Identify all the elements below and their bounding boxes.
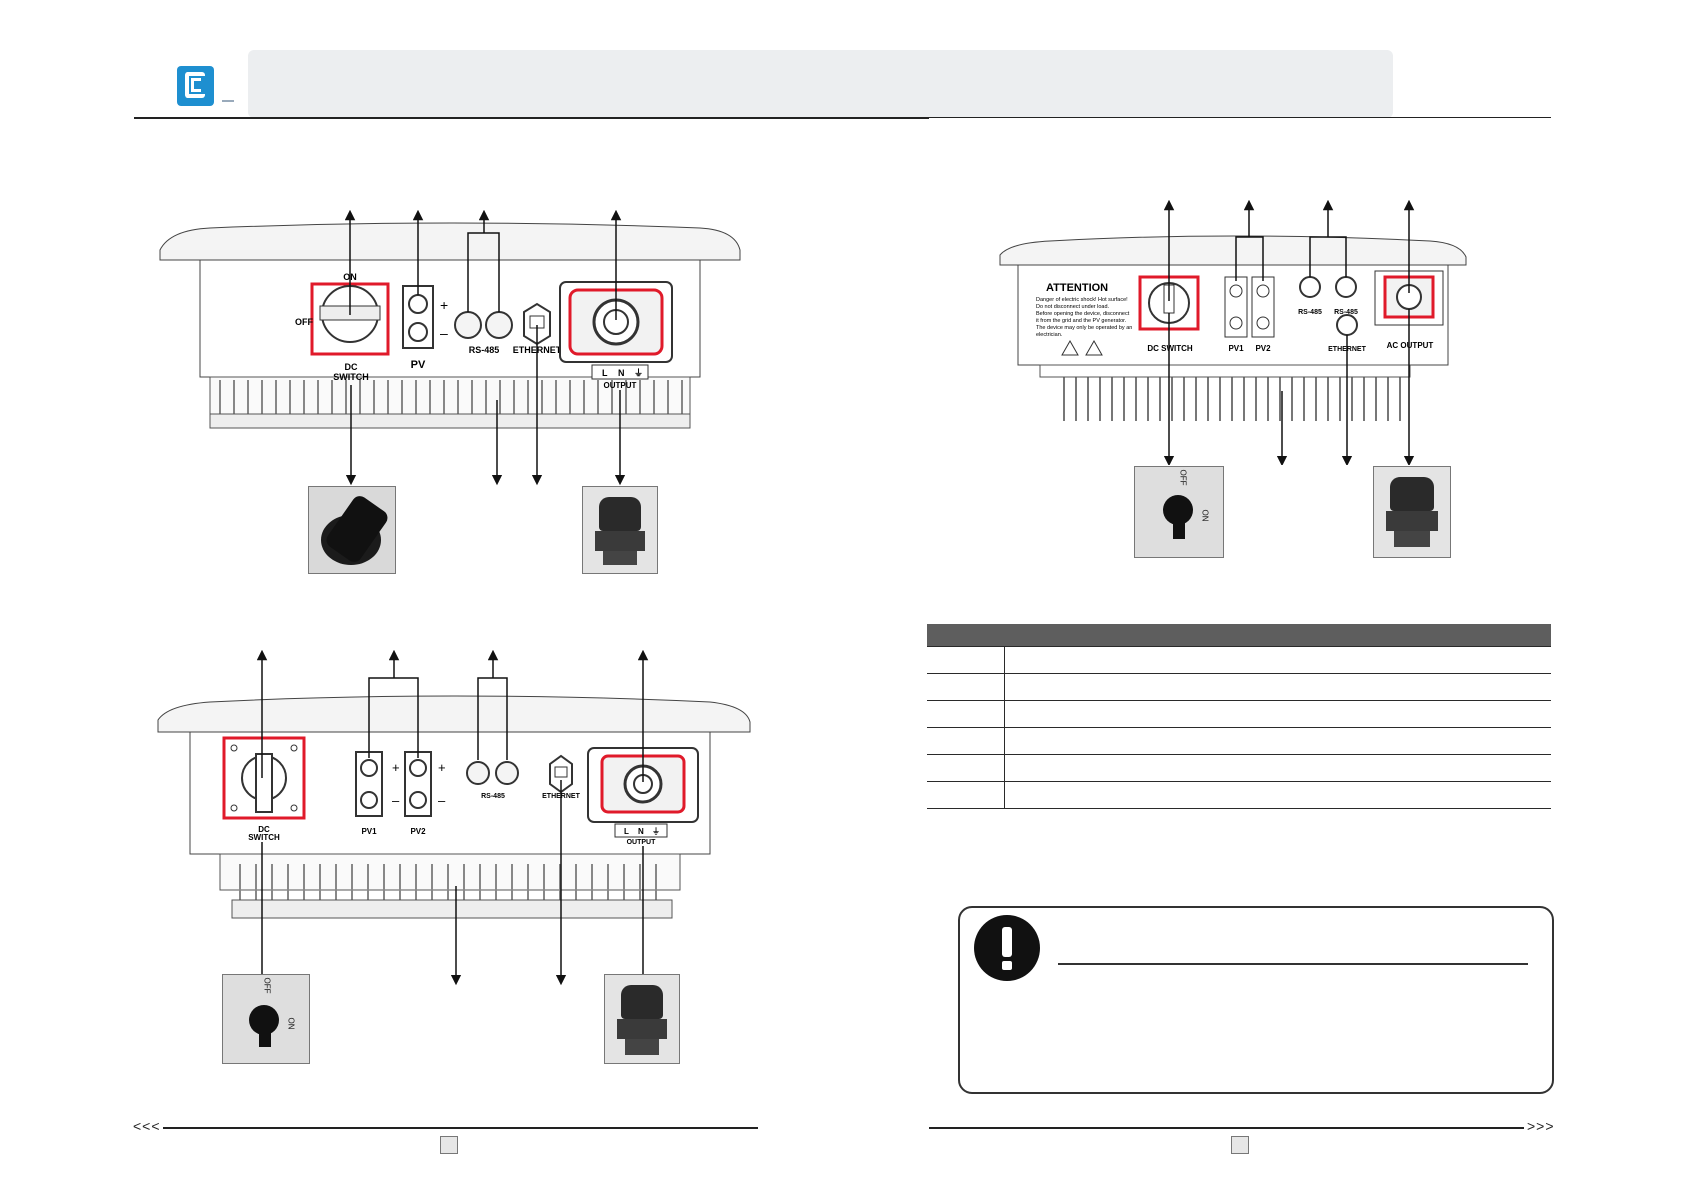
exclamation-icon [974,915,1040,981]
terminal-pe: ⏚ [652,827,660,836]
next-page-arrows[interactable]: >>> [1527,1118,1555,1134]
warning-title-underline [1058,963,1528,965]
rs485b-label: RS-485 [1334,309,1358,316]
rs485-label: RS-485 [469,345,500,355]
dc-switch-photo-2: OFF ON [1134,466,1224,558]
logo-subtext [222,100,234,102]
terminal-pe: ⏚ [634,368,643,378]
company-logo [177,66,214,106]
inverter-diagram-3: DC SWITCH + – + – PV1 PV2 RS-485 ETHERNE… [157,650,751,986]
pv2-label: PV2 [410,827,426,836]
dc-switch-label-2: SWITCH [248,833,280,842]
table-row [927,646,1551,674]
table-header-desc [1004,624,1551,647]
footer-rule-right [929,1127,1524,1129]
dc-switch-label-2: SWITCH [333,372,369,382]
switch-on-label: ON [286,1017,296,1030]
header-rule-left [134,117,929,119]
page-number-left [440,1136,458,1154]
pv1-label: PV1 [1228,344,1244,353]
footer-rule-left [163,1127,758,1129]
dc-switch-label-1: DC [345,362,358,372]
dc-switch-knob-photo [308,486,396,574]
inverter-diagram-1: ON OFF DC SWITCH + – PV RS-485 ETHERNET … [159,209,741,486]
dc-off-label: OFF [295,317,313,327]
dc-switch-photo-3: OFF ON [222,974,310,1064]
pv2-minus: – [438,793,446,808]
cable-gland-photo-2 [1373,466,1451,558]
ac-output-label: AC OUTPUT [1387,341,1434,350]
table-row [927,700,1551,728]
pv-plus: + [440,297,448,313]
terminal-l: L [624,827,629,836]
attention-line-3: Before opening the device, disconnect [1036,311,1130,317]
warning-triangle-icon [1061,339,1079,356]
table-row [927,754,1551,782]
rs485a-label: RS-485 [1298,309,1322,316]
page-number-right [1231,1136,1249,1154]
switch-on-label: ON [1200,509,1210,522]
rs485-label: RS-485 [481,793,505,800]
terminal-n: N [638,827,644,836]
shock-triangle-icon [1085,339,1103,356]
output-label: OUTPUT [627,839,657,846]
table-row [927,781,1551,809]
cable-gland-photo-1 [582,486,658,574]
table-row [927,727,1551,755]
pv1-label: PV1 [361,827,377,836]
header-rule-right [929,117,1551,118]
table-row [927,673,1551,701]
pv-label: PV [411,359,426,371]
attention-line-4: it from the grid and the PV generator. [1036,318,1127,324]
dc-switch-label-1: DC [258,825,270,834]
attention-line-1: Danger of electric shock! Hot surface! [1036,297,1128,303]
warning-box [958,906,1554,1094]
attention-line-2: Do not disconnect under load. [1036,304,1110,310]
table-header-no [927,624,1005,647]
header-band [248,50,1393,118]
pv1-minus: – [392,793,400,808]
inverter-diagram-2: ATTENTION Danger of electric shock! Hot … [999,199,1467,465]
attention-line-6: electrician. [1036,332,1063,338]
attention-line-5: The device may only be operated by an [1036,325,1132,331]
prev-page-arrows[interactable]: <<< [133,1118,161,1134]
pv-minus: – [440,325,448,341]
pv2-plus: + [438,760,446,775]
switch-off-label: OFF [262,977,272,994]
attention-title: ATTENTION [1046,282,1108,294]
output-label: OUTPUT [604,381,637,390]
terminal-l: L [602,368,608,378]
spec-table [927,624,1551,809]
pv1-plus: + [392,760,400,775]
dc-switch-label: DC SWITCH [1147,344,1193,353]
switch-off-label: OFF [1178,469,1188,486]
terminal-n: N [618,368,625,378]
pv2-label: PV2 [1255,344,1271,353]
cable-gland-photo-3 [604,974,680,1064]
